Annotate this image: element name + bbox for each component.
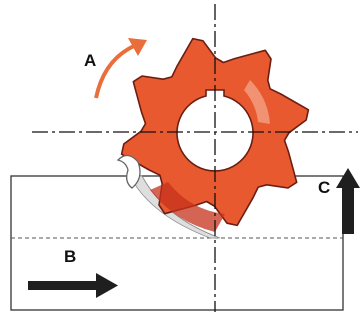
label-b: B [64, 247, 76, 266]
label-a: A [84, 51, 96, 70]
curved-arrow-icon [96, 46, 134, 98]
label-c: C [318, 178, 330, 197]
